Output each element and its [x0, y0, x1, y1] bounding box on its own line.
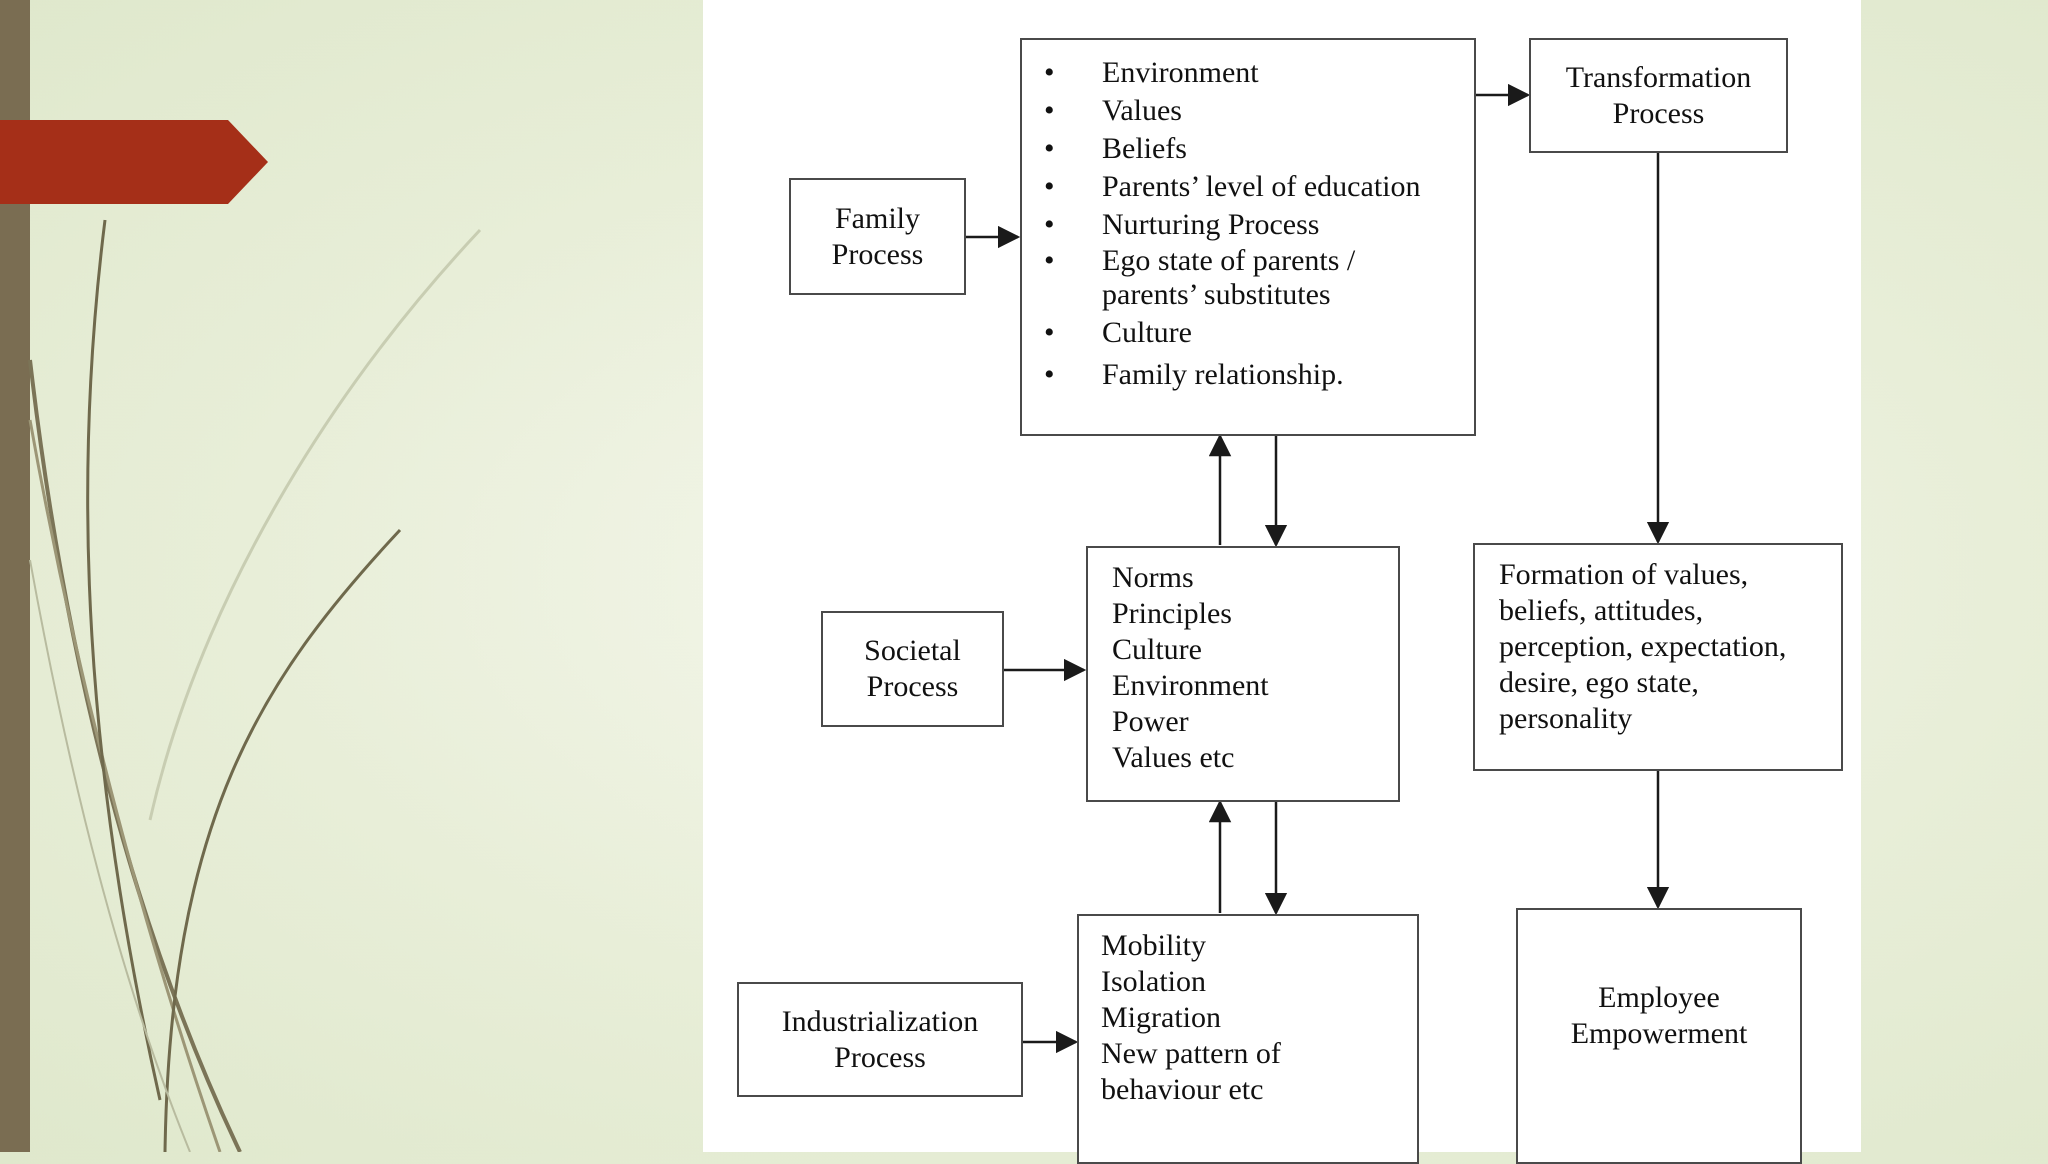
employee-empowerment-box: Employee Empowerment: [1516, 908, 1802, 1164]
family-factor-item: Values: [1022, 92, 1474, 130]
family-factor-item: Environment: [1022, 54, 1474, 92]
family-process-line-2: Process: [831, 237, 924, 271]
formation-line: beliefs, attitudes,: [1499, 594, 1704, 627]
family-factors-box: Environment Values Beliefs Parents’ leve…: [1020, 38, 1476, 436]
industrial-factor-item: behaviour etc: [1101, 1073, 1264, 1106]
family-factor-item: Beliefs: [1022, 130, 1474, 168]
formation-line: Formation of values,: [1499, 558, 1749, 591]
industrial-factors-box: Mobility Isolation Migration New pattern…: [1077, 914, 1419, 1164]
decorative-grass-curves: [28, 219, 482, 1152]
family-process-line-1: Family: [834, 201, 920, 235]
societal-factors-box: Norms Principles Culture Environment Pow…: [1086, 546, 1400, 802]
family-factor-item: Ego state of parents / parents’ substitu…: [1022, 244, 1474, 312]
family-factor-item: Family relationship.: [1022, 356, 1474, 394]
industrial-factor-item: Migration: [1101, 1001, 1221, 1034]
industrialization-process-box: Industrialization Process: [737, 982, 1023, 1097]
industrial-factor-item: New pattern of: [1101, 1037, 1281, 1070]
societal-process-box: Societal Process: [821, 611, 1004, 727]
formation-line: personality: [1499, 702, 1633, 735]
industrialization-line-1: Industrialization: [781, 1004, 979, 1038]
empowerment-line-2: Empowerment: [1570, 1017, 1748, 1050]
empowerment-line-1: Employee: [1598, 981, 1720, 1014]
societal-factor-item: Culture: [1112, 633, 1202, 666]
red-title-tag: [0, 120, 268, 204]
family-process-box: Family Process: [789, 178, 966, 295]
industrialization-line-2: Process: [834, 1040, 926, 1074]
societal-factor-item: Values etc: [1112, 741, 1235, 774]
transformation-line-2: Process: [1612, 96, 1705, 130]
societal-factor-item: Environment: [1112, 669, 1269, 702]
formation-line: perception, expectation,: [1499, 630, 1787, 663]
industrial-factor-item: Mobility: [1101, 929, 1207, 962]
family-factor-item: Culture: [1022, 314, 1474, 352]
formation-line: desire, ego state,: [1499, 666, 1699, 699]
family-factor-item: Parents’ level of education: [1022, 168, 1474, 206]
societal-process-line-1: Societal: [864, 634, 961, 667]
societal-factor-item: Norms: [1112, 561, 1194, 594]
societal-factor-item: Power: [1112, 705, 1189, 738]
transformation-process-box: Transformation Process: [1529, 38, 1788, 153]
societal-factor-item: Principles: [1112, 597, 1232, 630]
industrial-factor-item: Isolation: [1101, 965, 1206, 998]
formation-box: Formation of values, beliefs, attitudes,…: [1473, 543, 1843, 771]
family-factor-item: Nurturing Process: [1022, 206, 1474, 244]
transformation-line-1: Transformation: [1565, 60, 1752, 94]
societal-process-line-2: Process: [866, 670, 959, 703]
